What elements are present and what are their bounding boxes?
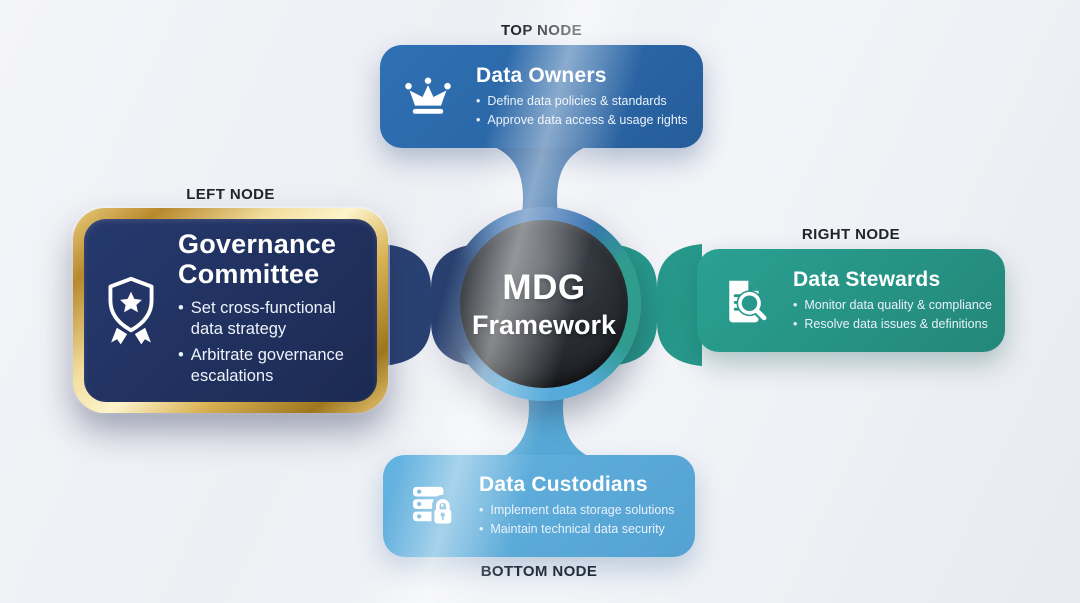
- hub-title-line1: MDG: [502, 267, 586, 307]
- connector-top: [478, 142, 602, 254]
- node-title: Data Owners: [476, 63, 607, 87]
- bullet-item: Monitor data quality & compliance: [793, 296, 993, 315]
- node-data-stewards: Data Stewards Monitor data quality & com…: [697, 249, 1005, 352]
- connector-bottom: [486, 354, 606, 462]
- bullet-item: Define data policies & standards: [476, 92, 691, 111]
- center-hub: MDG Framework: [460, 220, 628, 388]
- node-label-left: LEFT NODE: [186, 186, 275, 203]
- hub-title-line2: Framework: [471, 309, 617, 340]
- bullet-item: Set cross-functional data strategy: [178, 298, 365, 339]
- bullet-item: Maintain technical data security: [479, 520, 683, 539]
- node-governance-committee-frame: Governance Committee Set cross-functiona…: [73, 208, 388, 413]
- bullet-item: Arbitrate governance escalations: [178, 345, 365, 386]
- shield-award-icon: [84, 275, 178, 347]
- node-governance-committee: Governance Committee Set cross-functiona…: [84, 219, 377, 402]
- document-search-icon: [697, 274, 793, 328]
- bullet-item: Approve data access & usage rights: [476, 111, 691, 130]
- node-title: Data Stewards: [793, 267, 941, 291]
- server-lock-icon: [383, 479, 479, 533]
- node-data-owners: Data Owners Define data policies & stand…: [380, 45, 703, 148]
- node-label-right: RIGHT NODE: [801, 226, 901, 243]
- node-data-custodians: Data Custodians Implement data storage s…: [383, 455, 695, 557]
- node-title: Governance Committee: [178, 228, 337, 289]
- node-label-top: TOP NODE: [501, 22, 582, 39]
- crown-icon: [380, 74, 476, 120]
- bullet-item: Resolve data issues & definitions: [793, 315, 993, 334]
- node-title: Data Custodians: [479, 473, 648, 497]
- bullet-item: Implement data storage solutions: [479, 501, 683, 520]
- node-label-bottom: BOTTOM NODE: [480, 563, 598, 580]
